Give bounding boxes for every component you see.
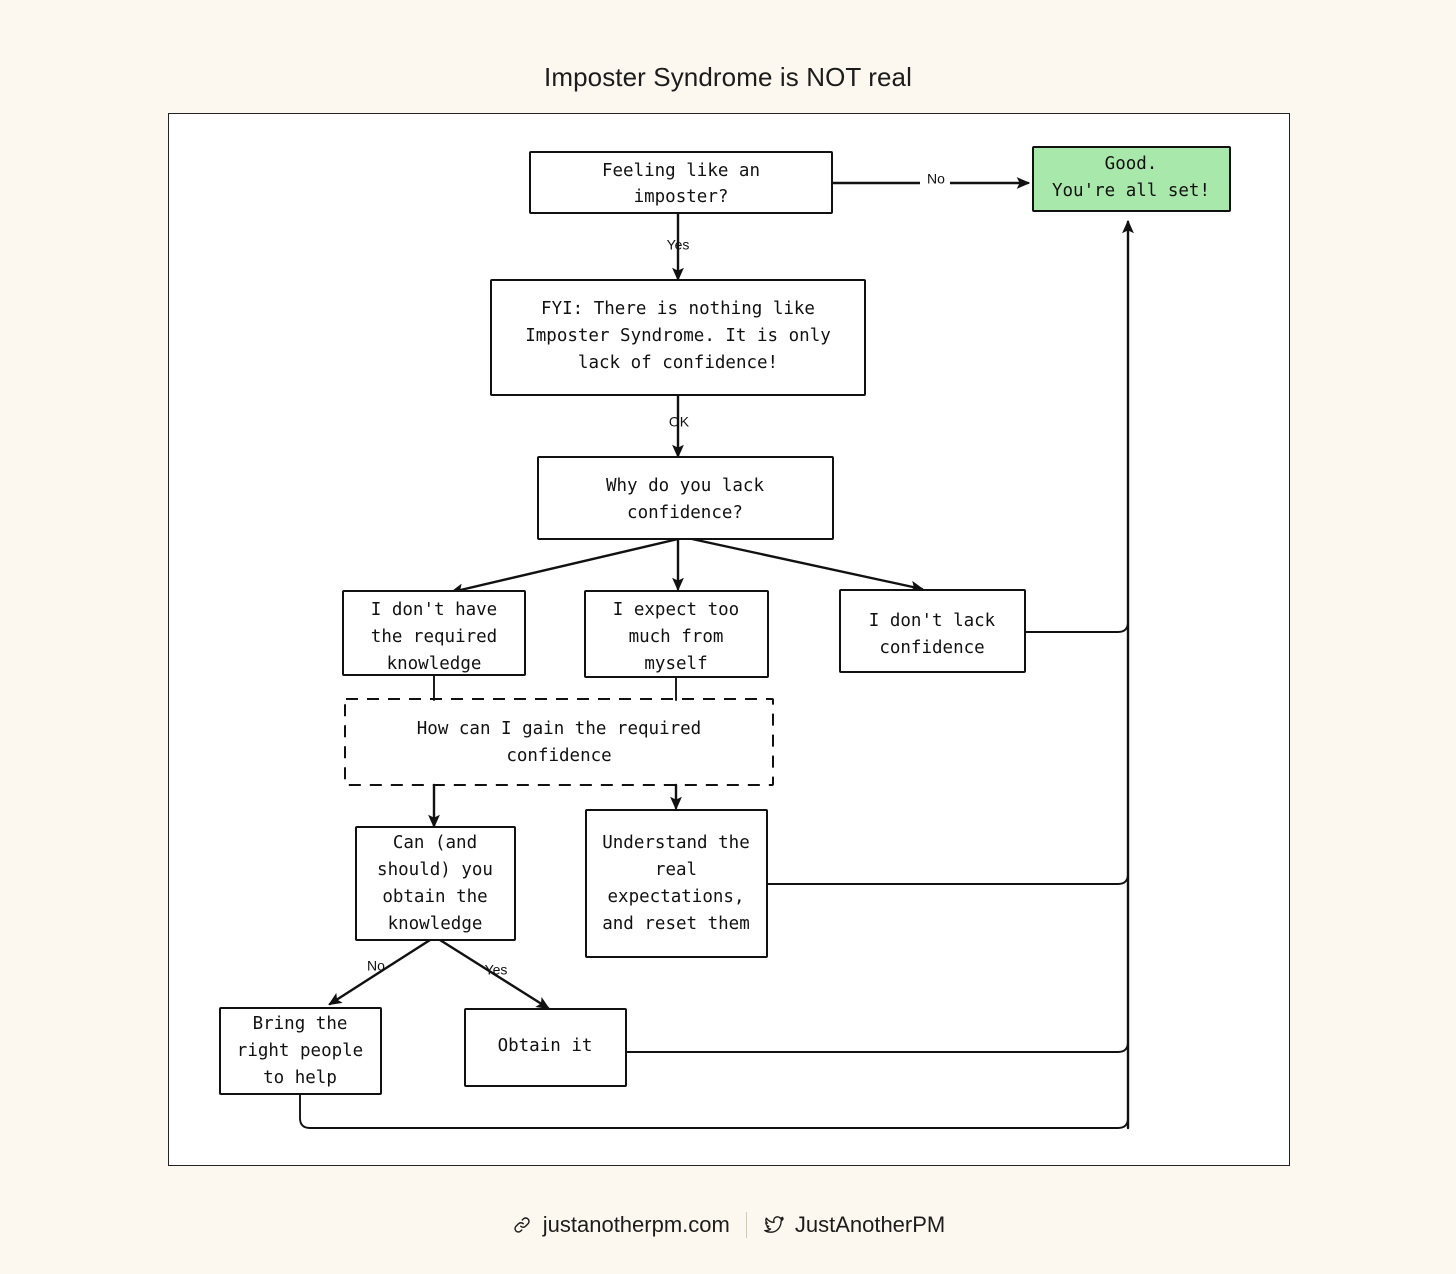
footer-handle[interactable]: JustAnotherPM [763, 1212, 945, 1238]
node-understand-line-0: Understand the [602, 833, 750, 853]
node-understand-line-3: and reset them [602, 914, 750, 934]
node-fyi-line-1: Imposter Syndrome. It is only [525, 326, 831, 346]
footer-website[interactable]: justanotherpm.com [511, 1212, 730, 1238]
node-no-lack[interactable]: I don't lack confidence [839, 589, 1026, 673]
edge-no-lack-to-trunk [1024, 621, 1129, 633]
node-no-lack-line-1: confidence [879, 638, 984, 658]
node-bring-people[interactable]: Bring the right people to help [219, 1007, 382, 1095]
node-no-lack-line-0: I don't lack [869, 611, 996, 631]
node-obtain-it[interactable]: Obtain it [464, 1008, 627, 1087]
node-can-obtain-line-2: obtain the [382, 887, 487, 907]
edge-can-obtain-no [328, 938, 432, 1006]
node-bring-people-line-1: right people [237, 1041, 363, 1061]
node-bring-people-line-0: Bring the [253, 1014, 348, 1034]
edge-label-fyi-ok: OK [669, 414, 690, 430]
node-how-gain-line-1: confidence [506, 746, 611, 766]
edge-label-can-obtain-no: No [367, 958, 385, 974]
twitter-bird-icon [763, 1214, 785, 1236]
edge-why-to-no-knowledge [449, 537, 680, 596]
edge-can-obtain-yes [438, 938, 550, 1010]
edge-label-feeling-yes: Yes [667, 237, 690, 253]
edge-understand-to-trunk [766, 873, 1129, 885]
node-obtain-it-line-0: Obtain it [498, 1036, 593, 1056]
node-feeling[interactable]: Feeling like an imposter? [529, 151, 833, 214]
node-bring-people-line-2: to help [263, 1068, 337, 1088]
node-fyi-line-2: lack of confidence! [578, 353, 778, 373]
node-expect-much-line-2: myself [644, 654, 707, 674]
node-how-gain[interactable]: How can I gain the required confidence [344, 698, 774, 786]
node-understand-line-1: real [655, 860, 697, 880]
node-no-knowledge-line-1: the required [371, 627, 497, 647]
node-expect-much-line-1: much from [629, 627, 724, 647]
node-fyi-line-0: FYI: There is nothing like [541, 299, 815, 319]
link-icon [511, 1214, 533, 1236]
edge-obtain-it-to-trunk [625, 1041, 1129, 1053]
node-no-knowledge[interactable]: I don't have the required knowledge [342, 590, 526, 676]
node-feeling-line-1: imposter? [634, 187, 729, 207]
node-why[interactable]: Why do you lack confidence? [537, 456, 834, 540]
node-why-line-1: confidence? [627, 503, 743, 523]
node-no-knowledge-line-2: knowledge [387, 654, 482, 674]
edge-labels: No Yes OK No Yes [367, 170, 950, 978]
node-understand[interactable]: Understand the real expectations, and re… [585, 809, 768, 958]
node-good-line-1: You're all set! [1052, 181, 1210, 201]
node-fyi[interactable]: FYI: There is nothing like Imposter Synd… [490, 279, 866, 396]
node-good-line-0: Good. [1105, 154, 1158, 174]
node-can-obtain-line-3: knowledge [388, 914, 483, 934]
node-good[interactable]: Good. You're all set! [1032, 146, 1231, 212]
node-expect-much-line-0: I expect too [613, 600, 739, 620]
edge-bring-people-to-trunk [299, 1093, 1129, 1129]
edge-label-can-obtain-yes: Yes [485, 962, 508, 978]
footer-website-label: justanotherpm.com [542, 1212, 730, 1237]
footer: justanotherpm.com JustAnotherPM [0, 1212, 1456, 1238]
edge-why-to-no-lack [690, 537, 925, 593]
node-how-gain-line-0: How can I gain the required [417, 719, 701, 739]
node-can-obtain[interactable]: Can (and should) you obtain the knowledg… [355, 826, 516, 941]
node-no-knowledge-line-0: I don't have [371, 600, 497, 620]
page-title: Imposter Syndrome is NOT real [544, 62, 912, 92]
node-expect-much[interactable]: I expect too much from myself [584, 590, 769, 678]
footer-handle-label: JustAnotherPM [794, 1212, 946, 1237]
node-why-line-0: Why do you lack [606, 476, 765, 496]
connectors [299, 177, 1134, 1130]
node-can-obtain-line-1: should) you [377, 860, 493, 880]
node-can-obtain-line-0: Can (and [393, 833, 477, 853]
node-feeling-line-0: Feeling like an [602, 161, 760, 181]
node-understand-line-2: expectations, [608, 887, 745, 907]
footer-divider [745, 1212, 747, 1238]
edge-label-feeling-no: No [927, 171, 945, 187]
